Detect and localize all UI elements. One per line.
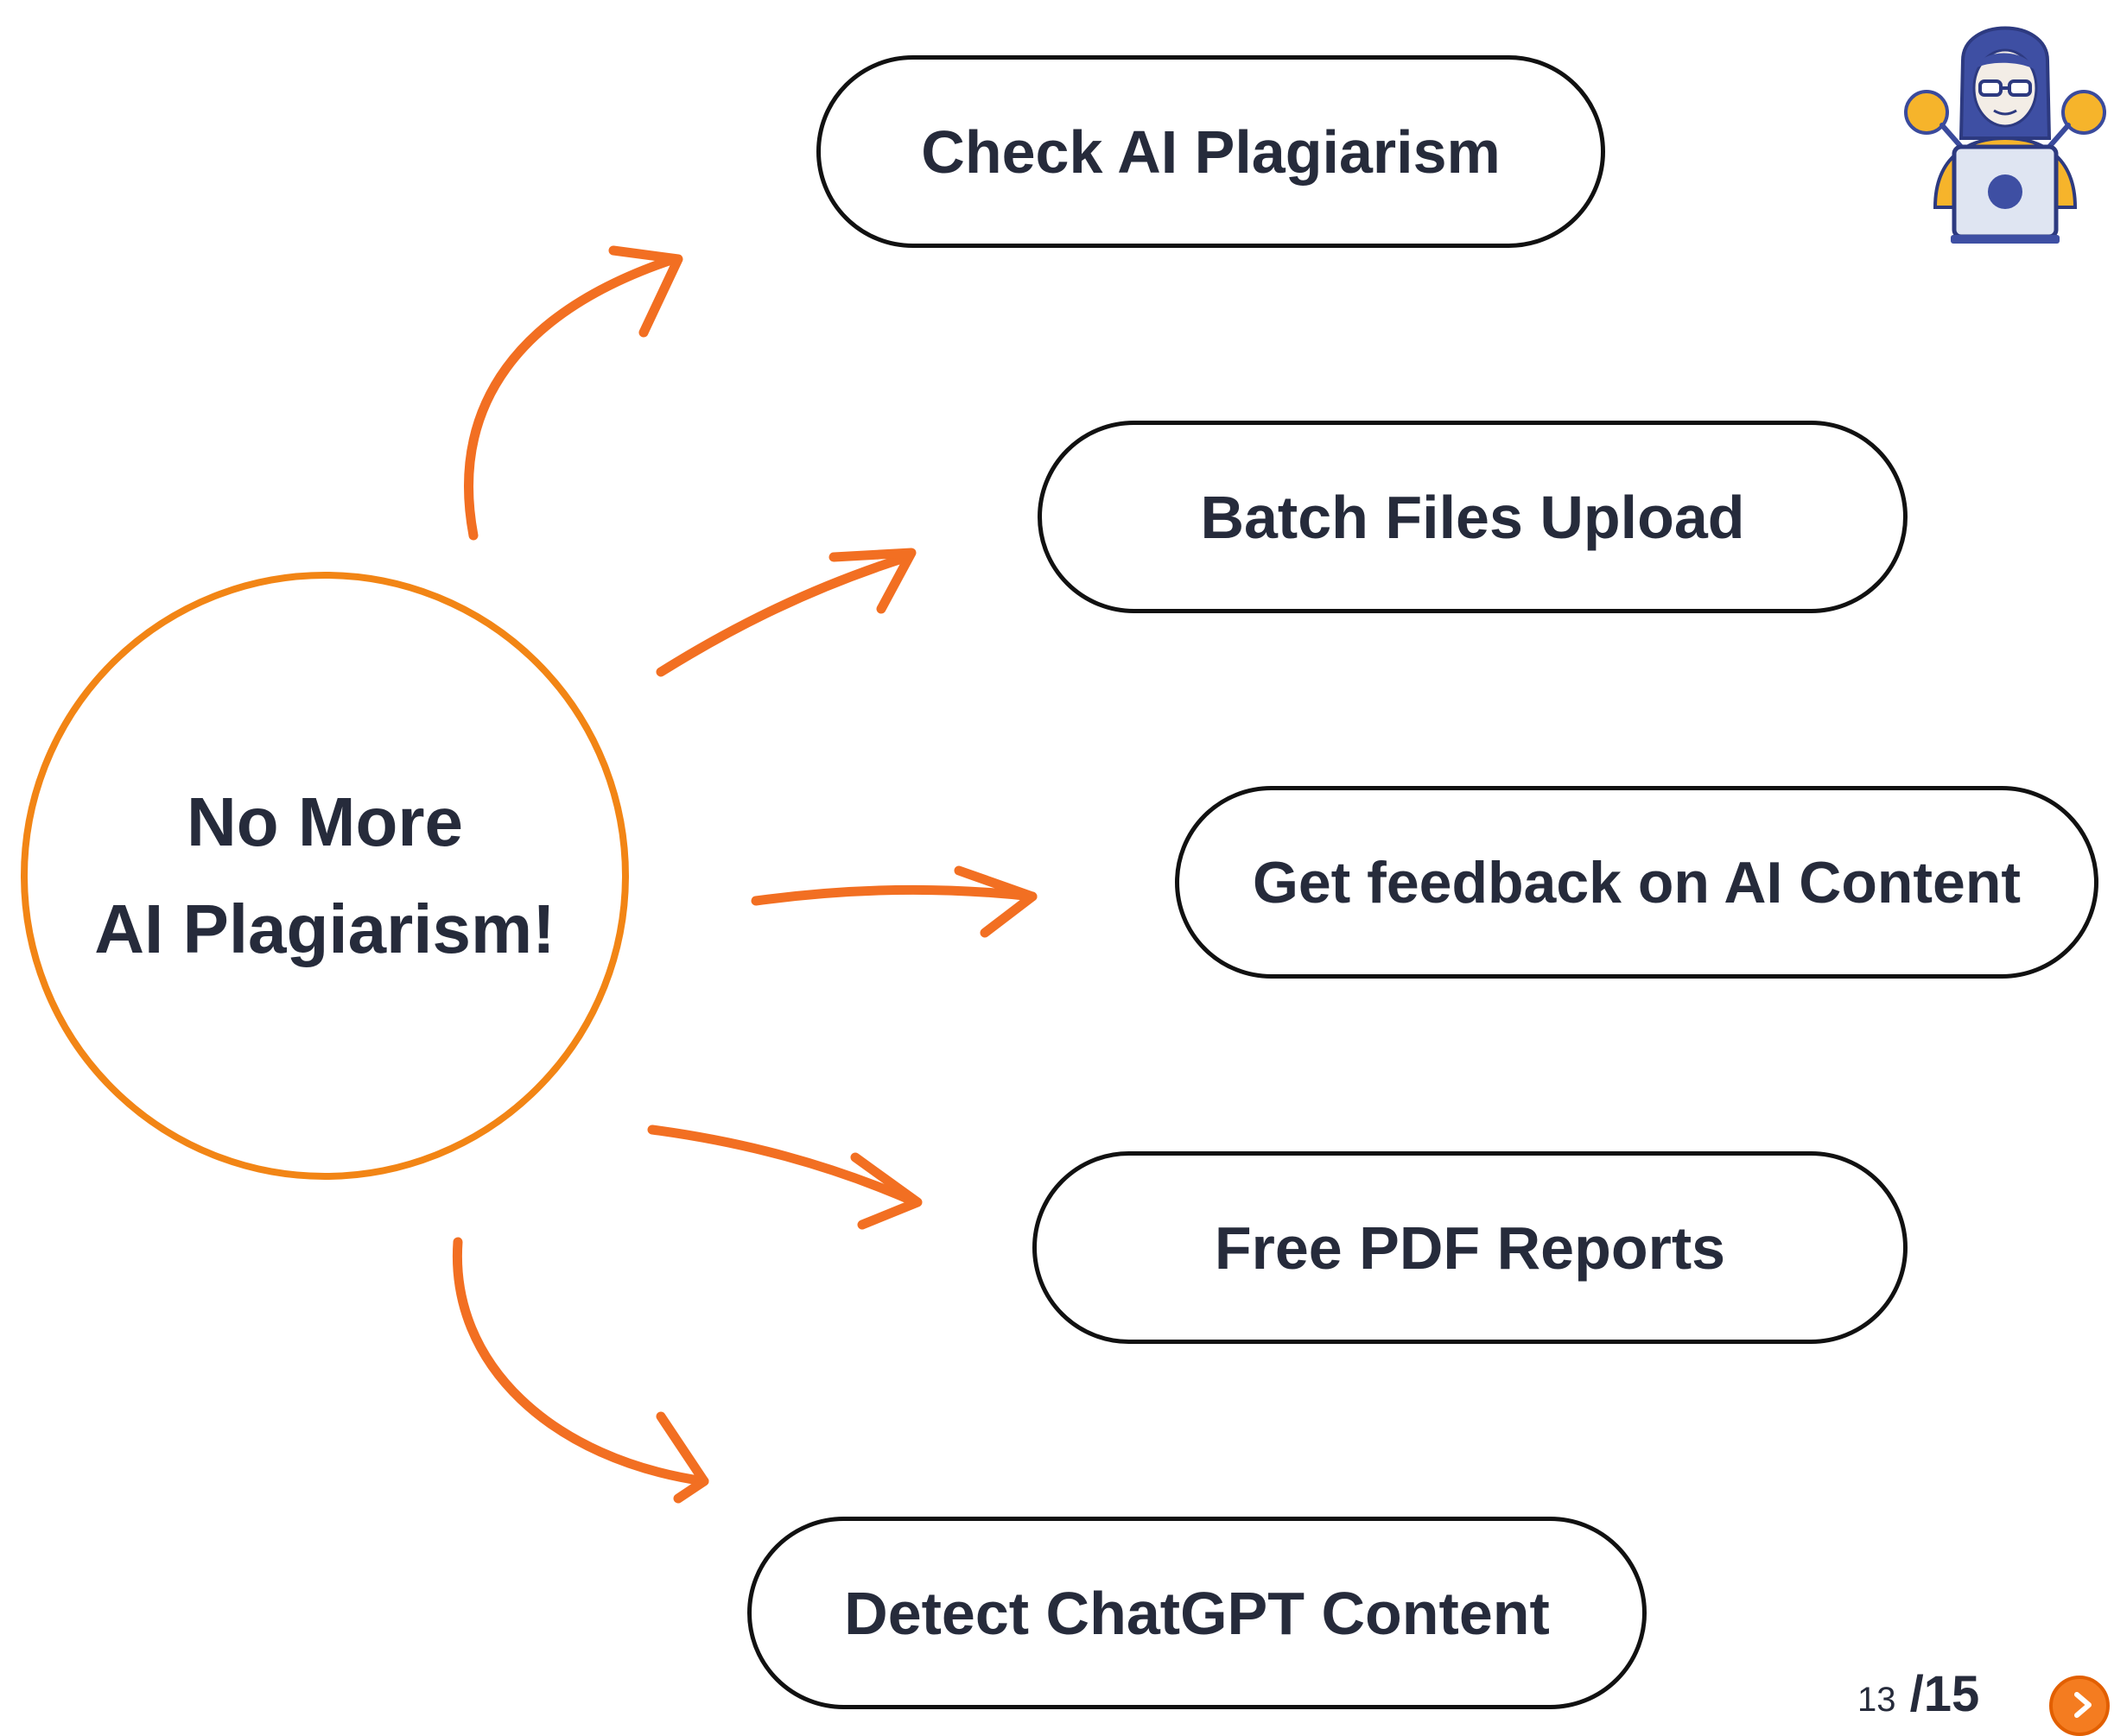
feature-label: Batch Files Upload bbox=[1200, 483, 1745, 551]
feature-label: Detect ChatGPT Content bbox=[844, 1579, 1550, 1647]
arrow-to-batch-files-upload bbox=[656, 548, 917, 677]
feature-pill-detect-chatgpt-content[interactable]: Detect ChatGPT Content bbox=[747, 1517, 1647, 1709]
chevron-right-icon bbox=[2074, 1692, 2092, 1718]
feature-label: Check AI Plagiarism bbox=[921, 117, 1501, 186]
feature-pill-check-ai-plagiarism[interactable]: Check AI Plagiarism bbox=[816, 55, 1605, 248]
page-current: 13 bbox=[1857, 1681, 1896, 1719]
page-indicator: 13 /15 bbox=[1857, 1665, 1979, 1722]
arrow-to-check-ai-plagiarism bbox=[464, 245, 683, 541]
feature-label: Get feedback on AI Content bbox=[1252, 849, 2022, 916]
feature-pill-get-feedback[interactable]: Get feedback on AI Content bbox=[1175, 786, 2098, 979]
hub-title-line-2: AI Plagiarism! bbox=[94, 890, 555, 967]
user-laptop-illustration bbox=[1904, 26, 2106, 244]
page-total: /15 bbox=[1909, 1666, 1980, 1722]
arrow-to-get-feedback bbox=[751, 865, 1038, 938]
arrow-to-free-pdf-reports bbox=[647, 1125, 923, 1230]
arrow-to-detect-chatgpt bbox=[452, 1237, 709, 1504]
hub-circle: No More AI Plagiarism! bbox=[21, 572, 629, 1180]
feature-label: Free PDF Reports bbox=[1214, 1213, 1726, 1282]
feature-pill-free-pdf-reports[interactable]: Free PDF Reports bbox=[1032, 1151, 1908, 1344]
next-page-button[interactable] bbox=[2049, 1676, 2110, 1736]
hub-title-line-1: No More bbox=[187, 783, 463, 860]
feature-pill-batch-files-upload[interactable]: Batch Files Upload bbox=[1038, 421, 1908, 613]
